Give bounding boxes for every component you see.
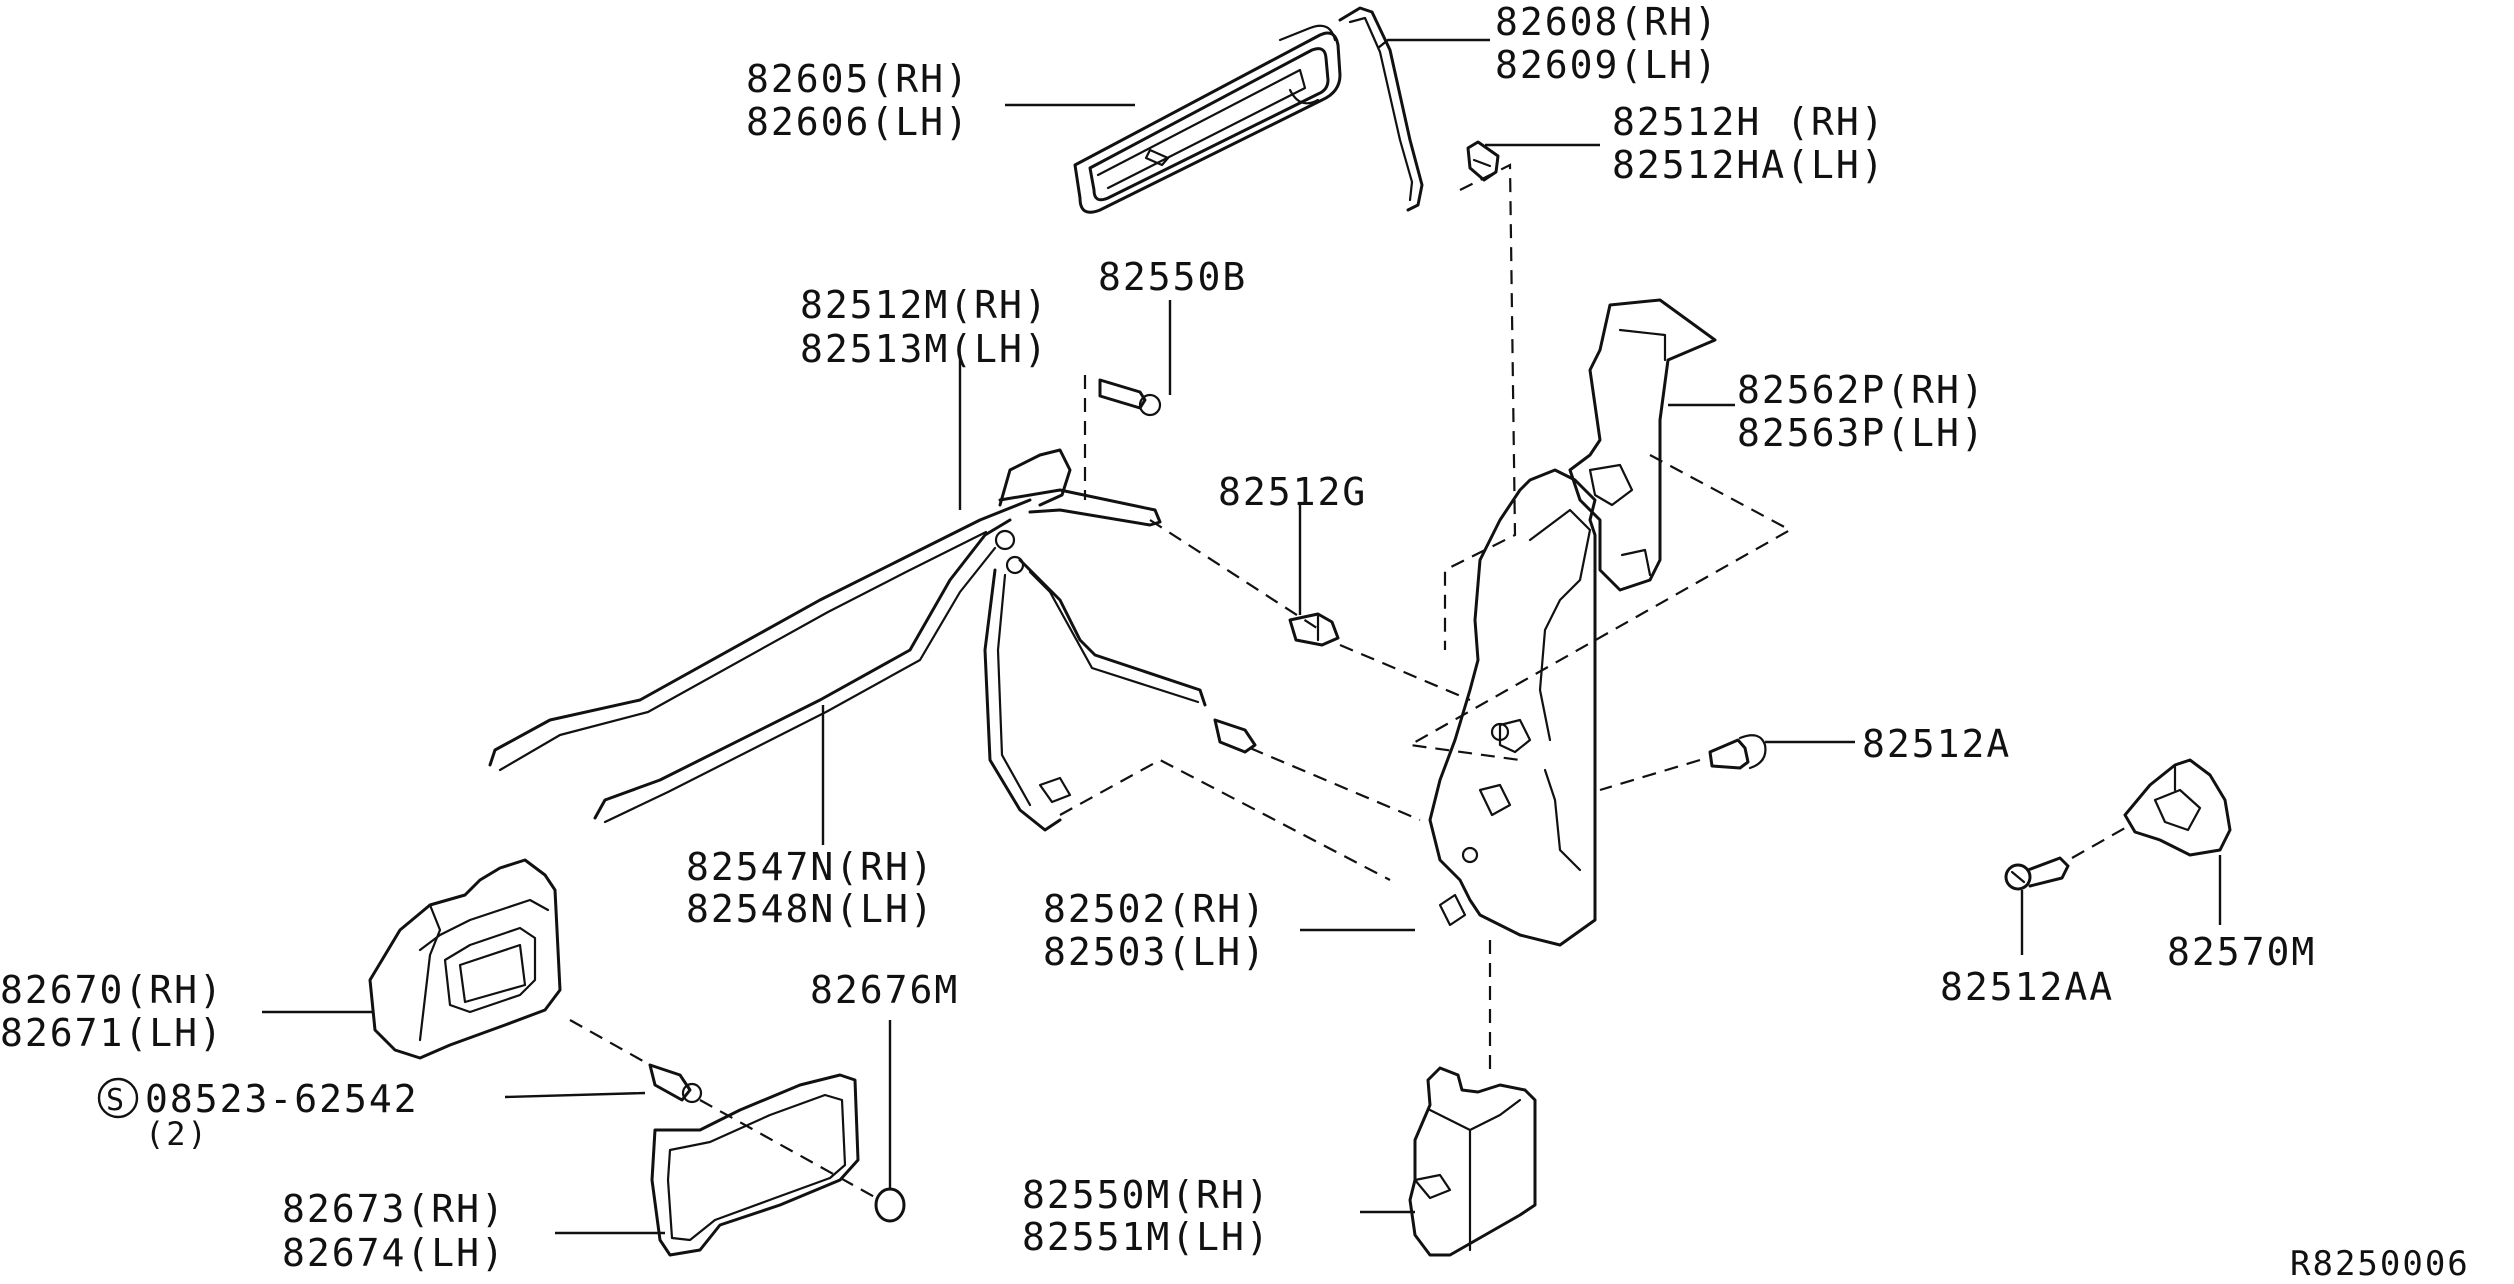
- escutcheon-drawing: [650, 1073, 860, 1257]
- callout-82512a: 82512A: [1862, 722, 2011, 766]
- control-rods-drawing: [488, 448, 1207, 832]
- callout-82673: 82673(RH) 82674(LH): [282, 1187, 506, 1275]
- part-number-82562p-rh: 82562P(RH): [1737, 368, 1986, 412]
- standard-part-symbol-icon: [97, 1077, 139, 1119]
- cap-82676m-drawing: [874, 1187, 906, 1223]
- part-number-82609-lh: 82609(LH): [1495, 43, 1719, 87]
- bolt-82512aa-drawing: [2004, 856, 2070, 891]
- assembly-dashed-lines: [569, 163, 2126, 1201]
- callout-08523: S 08523-62542 (2): [97, 1077, 419, 1153]
- rod-clip-drawing: [1466, 140, 1500, 182]
- callout-82550b: 82550B: [1098, 255, 1247, 299]
- part-number-82570m: 82570M: [2167, 930, 2316, 974]
- callout-82676m: 82676M: [810, 968, 959, 1012]
- part-number-82673-rh: 82673(RH): [282, 1187, 506, 1231]
- callout-82502: 82502(RH) 82503(LH): [1043, 887, 1267, 974]
- part-number-82513m-lh: 82513M(LH): [800, 327, 1049, 371]
- part-number-82676m: 82676M: [810, 968, 959, 1012]
- leader-lines: [262, 38, 2222, 1235]
- part-number-82512aa: 82512AA: [1940, 965, 2114, 1009]
- lock-screw-drawing: [1708, 734, 1767, 770]
- callout-82512g: 82512G: [1218, 470, 1367, 514]
- actuator-drawing: [1408, 1066, 1537, 1257]
- part-number-82550m-rh: 82550M(RH): [1022, 1173, 1271, 1217]
- part-number-82608-rh: 82608(RH): [1495, 0, 1719, 44]
- callout-82562p: 82562P(RH) 82563P(LH): [1737, 368, 1986, 455]
- callout-82512m: 82512M(RH) 82513M(LH): [800, 283, 1049, 371]
- part-quantity: (2): [145, 1115, 209, 1153]
- callout-82550m: 82550M(RH) 82551M(LH): [1022, 1173, 1271, 1259]
- screw-08523-drawing: [648, 1063, 703, 1104]
- handle-rod-drawing: [1338, 6, 1424, 212]
- part-number-82606-lh: 82606(LH): [746, 100, 970, 144]
- part-number-82512a: 82512A: [1862, 722, 2011, 766]
- clip-82512g-drawing: [1288, 612, 1340, 647]
- part-number-82563p-lh: 82563P(LH): [1737, 411, 1986, 455]
- callout-82512h: 82512H (RH) 82512HA(LH): [1612, 100, 1886, 187]
- part-number-82548n-lh: 82548N(LH): [686, 887, 935, 931]
- callout-82512aa: 82512AA: [1940, 965, 2114, 1009]
- rod-clip-lower-drawing: [1213, 718, 1257, 754]
- striker-drawing: [2123, 758, 2232, 857]
- part-number-82512ha-lh: 82512HA(LH): [1612, 143, 1886, 187]
- bolt-82550b-drawing: [1098, 378, 1162, 417]
- outside-handle-drawing: [1073, 24, 1342, 214]
- part-number-82671-lh: 82671(LH): [0, 1011, 224, 1055]
- lock-bracket-drawing: [1568, 298, 1717, 592]
- standard-part-symbol-letter: S: [106, 1083, 126, 1118]
- part-number-82502-rh: 82502(RH): [1043, 887, 1267, 931]
- part-number-82512h-rh: 82512H (RH): [1612, 100, 1886, 144]
- callout-82605: 82605(RH) 82606(LH): [746, 57, 970, 144]
- callout-82547n: 82547N(RH) 82548N(LH): [686, 845, 935, 931]
- part-number-08523-62542: 08523-62542: [145, 1077, 419, 1121]
- inside-handle-drawing: [368, 858, 562, 1060]
- part-number-82547n-rh: 82547N(RH): [686, 845, 935, 889]
- part-number-82503-lh: 82503(LH): [1043, 930, 1267, 974]
- door-lock-drawing: [1428, 468, 1597, 947]
- part-number-82512m-rh: 82512M(RH): [800, 283, 1049, 327]
- callout-82570m: 82570M: [2167, 930, 2316, 974]
- part-number-82551m-lh: 82551M(LH): [1022, 1215, 1271, 1259]
- part-number-82605-rh: 82605(RH): [746, 57, 970, 101]
- diagram-code: R8250006: [2290, 1244, 2470, 1284]
- part-number-82512g: 82512G: [1218, 470, 1367, 514]
- part-number-82550b: 82550B: [1098, 255, 1247, 299]
- callout-82670: 82670(RH) 82671(LH): [0, 968, 224, 1055]
- part-number-82674-lh: 82674(LH): [282, 1231, 506, 1275]
- part-number-82670-rh: 82670(RH): [0, 968, 224, 1012]
- callout-82608: 82608(RH) 82609(LH): [1495, 0, 1719, 87]
